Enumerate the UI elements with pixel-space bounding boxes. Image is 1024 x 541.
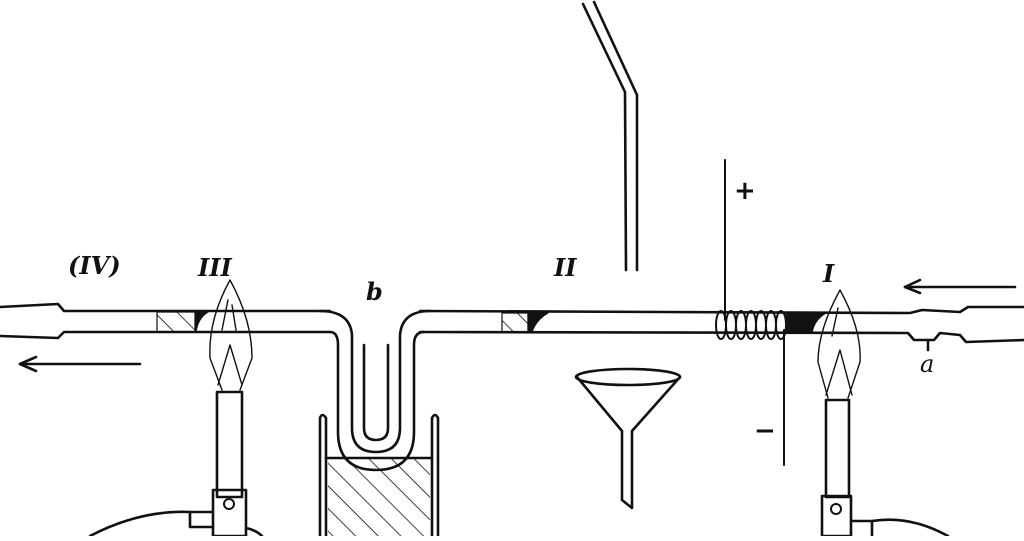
burner-iii <box>90 280 262 536</box>
label-station-i: I <box>823 259 835 288</box>
cooling-bath <box>320 415 438 536</box>
packing-i <box>786 313 826 333</box>
packing-ii <box>502 313 548 332</box>
label-bulb-a: a <box>920 350 935 378</box>
label-utube-b: b <box>366 277 383 306</box>
flame-icon <box>210 280 252 390</box>
outlet-arrow <box>20 357 140 371</box>
packing-iii <box>157 312 208 332</box>
electrode-plus-sign: + <box>734 176 756 206</box>
label-station-iv: (IV) <box>68 251 121 280</box>
label-station-ii: II <box>554 253 577 282</box>
funnel <box>576 369 680 508</box>
label-station-iii: III <box>198 253 232 282</box>
bent-tube <box>583 2 637 270</box>
inlet-arrow <box>905 280 1015 293</box>
electrode-minus-sign: − <box>754 416 776 446</box>
flame-icon <box>818 290 860 398</box>
burner-i <box>818 290 948 536</box>
heating-coil <box>716 160 786 465</box>
